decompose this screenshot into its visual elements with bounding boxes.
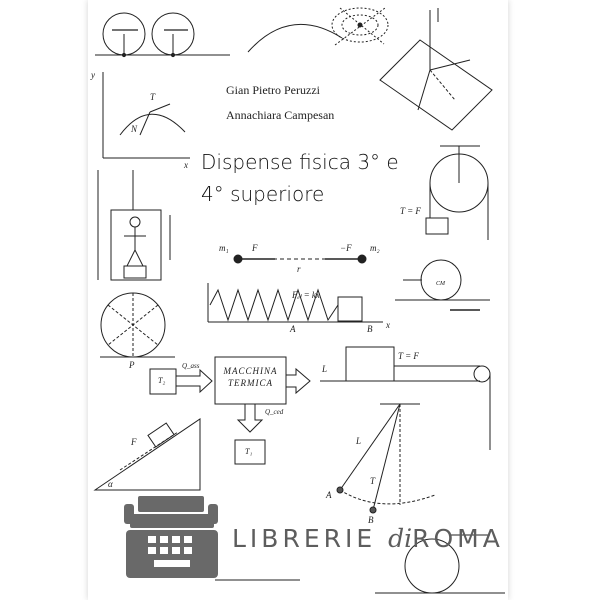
heat-engine-diagram (149, 356, 311, 465)
label-distance-r: r (297, 264, 301, 274)
label-mass-2: m₂ (370, 243, 380, 253)
label-alpha: α (108, 479, 113, 489)
label-point-b-pendulum: B (368, 515, 374, 525)
label-work-l: L (322, 364, 328, 374)
velocity-normal-diagram (102, 72, 190, 159)
title-line-2: 4° superiore (201, 182, 325, 206)
label-machine-line2: TERMICA (228, 378, 273, 388)
trajectory-curve (247, 24, 343, 53)
label-force-incline: F (131, 437, 137, 447)
label-force-minus-f: −F (340, 243, 352, 253)
label-reservoir-t2: T₂ (158, 376, 166, 385)
title-line-1: Dispense fisica 3° e (201, 150, 399, 174)
label-reservoir-t1: T₁ (245, 447, 253, 456)
label-vector-n: N (131, 124, 138, 134)
label-point-a-pendulum: A (326, 490, 332, 500)
gravitation-two-masses (233, 254, 367, 264)
label-axis-x: x (184, 160, 188, 170)
label-elastic-force: Fₑₗ = kx (292, 290, 320, 300)
label-axis-y: y (91, 70, 95, 80)
plane-3d-diagram (379, 8, 493, 131)
block-pulley-diagram (320, 346, 491, 450)
label-machine-line1: MACCHINA (223, 366, 278, 376)
label-point-b-spring: B (367, 324, 373, 334)
brand-watermark: LIBRERIE diROMA (232, 524, 504, 553)
label-point-a-spring: A (290, 324, 296, 334)
typewriter-icon (124, 496, 218, 578)
label-heat-out: Q_ced (265, 408, 284, 416)
label-tension-pulley: T = F (400, 206, 421, 216)
brand-right: ROMA (412, 524, 504, 553)
spring-mass-diagram (207, 283, 383, 323)
label-heat-in: Q_ass (182, 362, 200, 370)
author-2: Annachiara Campesan (226, 108, 335, 122)
elevator-diagram (97, 170, 171, 281)
label-mass-1: m₁ (219, 243, 229, 253)
pulley-diagram (425, 145, 489, 240)
label-force-f: F (252, 243, 258, 253)
label-axis-x-spring: x (386, 320, 390, 330)
circular-motion-diagram (100, 292, 175, 358)
label-tension-t: T (370, 476, 376, 486)
label-pendulum-l: L (356, 436, 362, 446)
rolling-wheels-diagram (95, 12, 230, 58)
brand-left: LIBRERIE (232, 524, 389, 553)
brand-di: di (388, 524, 413, 553)
rolling-cylinder-diagram (395, 259, 490, 311)
label-tension-block: T = F (398, 351, 419, 361)
author-1: Gian Pietro Peruzzi (226, 83, 320, 97)
pendulum-diagram (336, 403, 436, 514)
book-title: Dispense fisica 3° e 4° superiore (201, 146, 399, 210)
label-cm: CM (436, 281, 445, 287)
wheel-bottom-diagram (375, 534, 505, 594)
inclined-plane-diagram (93, 418, 201, 491)
label-vector-p: P (129, 360, 135, 370)
label-vector-t: T (150, 92, 156, 102)
